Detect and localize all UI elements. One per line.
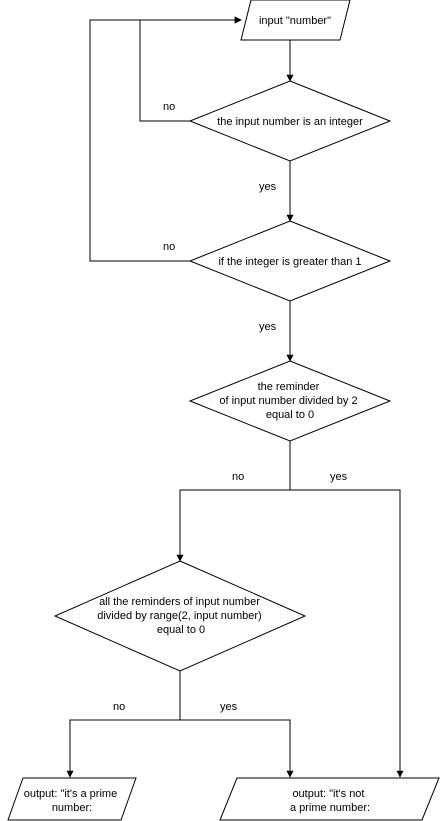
remainder-by-two-label: the reminder of input number divided by … — [219, 381, 360, 421]
integer-no-label: no — [163, 101, 175, 113]
range-no-label: no — [113, 701, 125, 713]
output-prime-line-1: output: "it's a prime — [24, 788, 117, 800]
remainders-range-line-2: divided by range(2, input number) — [97, 610, 261, 622]
edge-range-no — [66, 670, 181, 778]
edge-remainder-no — [176, 440, 291, 562]
remainders-range-line-1: all the reminders of input number — [99, 596, 260, 608]
remainder-by-two-line-3: equal to 0 — [266, 409, 314, 421]
integer-check-decision: the input number is an integer — [188, 80, 392, 162]
edge-integer-no-loop — [139, 16, 242, 122]
output-prime-node: output: "it's a prime number: — [7, 777, 137, 821]
edge-remainder-yes — [290, 489, 404, 778]
greater-yes-label: yes — [259, 321, 277, 333]
output-prime-label: output: "it's a prime number: — [24, 788, 121, 814]
remainder-by-two-decision: the reminder of input number divided by … — [188, 360, 392, 442]
output-not-prime-line-2: a prime number: — [290, 802, 370, 814]
greater-than-one-label: if the integer is greater than 1 — [218, 256, 361, 268]
output-not-prime-label: output: "it's not a prime number: — [290, 788, 370, 814]
output-not-prime-node: output: "it's not a prime number: — [219, 777, 440, 821]
remainder-by-two-line-2: of input number divided by 2 — [219, 395, 357, 407]
remainders-range-decision: all the reminders of input number divide… — [53, 560, 307, 672]
remainder-yes-label: yes — [330, 471, 348, 483]
greater-no-label: no — [163, 241, 175, 253]
output-not-prime-line-1: output: "it's not — [292, 788, 364, 800]
remainders-range-line-3: equal to 0 — [157, 624, 205, 636]
output-prime-line-2: number: — [52, 802, 92, 814]
integer-yes-label: yes — [259, 181, 277, 193]
remainder-no-label: no — [232, 471, 244, 483]
input-label: input "number" — [259, 15, 331, 27]
edge-greater-no-loop — [89, 16, 242, 262]
remainders-range-label: all the reminders of input number divide… — [97, 596, 265, 636]
edge-range-yes — [180, 719, 294, 778]
remainder-by-two-line-1: the reminder — [258, 381, 320, 393]
greater-than-one-decision: if the integer is greater than 1 — [188, 220, 392, 302]
range-yes-label: yes — [220, 701, 238, 713]
integer-check-label: the input number is an integer — [217, 116, 363, 128]
input-node: input "number" — [240, 0, 351, 41]
